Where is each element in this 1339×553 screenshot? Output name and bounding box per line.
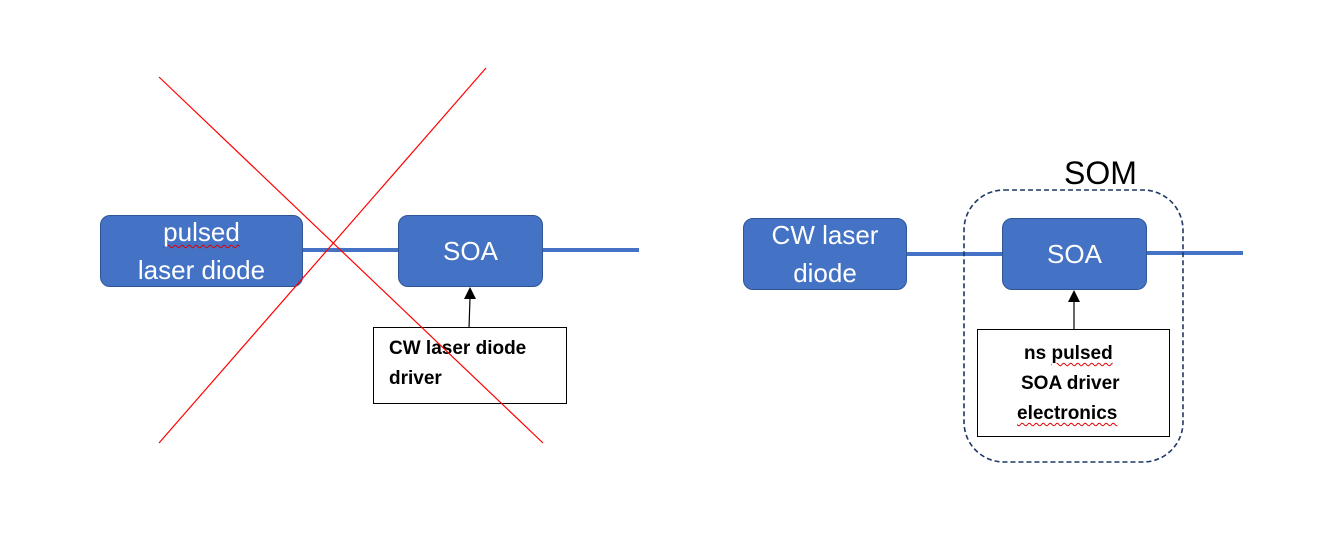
right-driver-line1: ns pulsed [978,339,1169,369]
left-cw-driver-box: CW laser diode driver [373,327,567,404]
right-cw-laser-diode-block: CW laser diode [743,218,907,290]
left-source-line1: pulsed [163,217,240,247]
right-driver-line2: SOA driver [1021,373,1120,394]
left-soa-block: SOA [398,215,543,287]
right-driver-word-pulsed: pulsed [1051,343,1113,364]
cross-out-stroke-1 [158,76,544,444]
left-soa-label: SOA [443,236,498,266]
som-module-boundary [963,189,1184,463]
right-source-line2: diode [793,258,857,288]
som-module-label: SOM [1064,155,1137,191]
cross-out-stroke-2 [158,67,487,444]
left-source-line2: laser diode [137,255,266,285]
right-soa-label: SOA [1047,239,1102,269]
right-soa-block: SOA [1002,218,1147,290]
right-soa-driver-box: ns pulsed SOA driver electronics [977,329,1170,437]
left-driver-arrow-shaft [468,297,471,329]
right-driver-word-electronics: electronics [1017,403,1118,424]
right-source-line1: CW laser [771,220,879,250]
left-driver-line2: driver [389,368,442,389]
left-pulsed-laser-diode-block: pulsed laser diode [100,215,303,287]
right-driver-word-ns: ns [1024,343,1047,364]
right-driver-line3: electronics [978,399,1169,429]
right-driver-arrow-head [1068,290,1080,302]
left-driver-line1: CW laser diode [389,338,527,359]
left-driver-arrow-head [464,287,476,299]
